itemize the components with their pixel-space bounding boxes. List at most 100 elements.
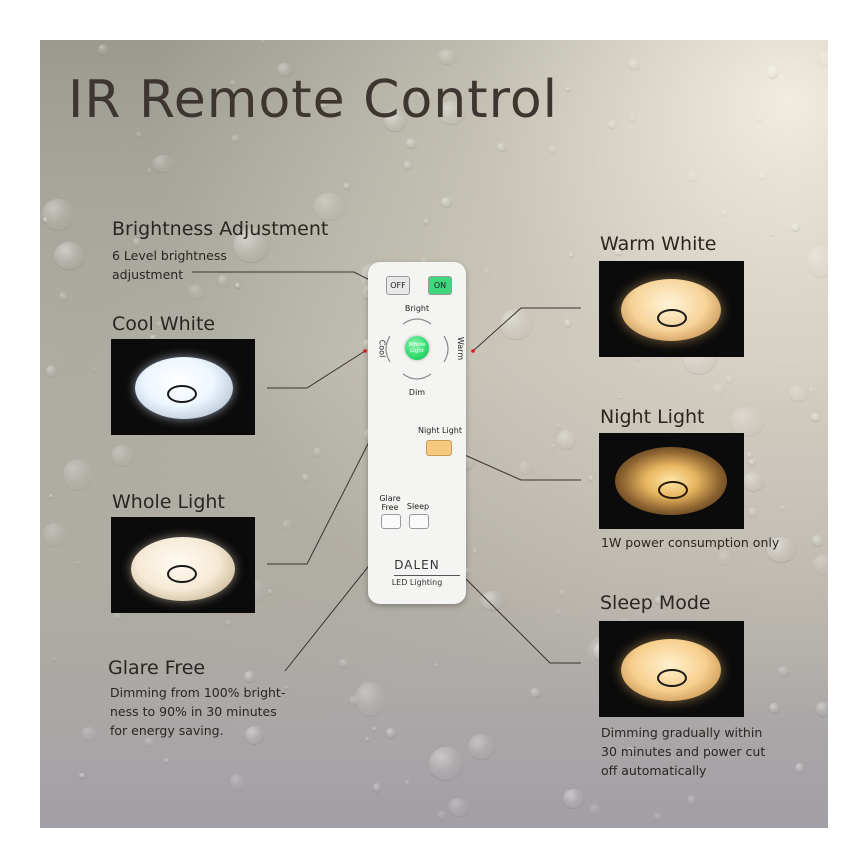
water-drop — [261, 40, 265, 44]
brightness-heading: Brightness Adjustment — [112, 218, 329, 240]
warm-pointer-dot — [471, 349, 475, 353]
water-drop — [713, 384, 726, 395]
water-drop — [150, 334, 157, 340]
water-drop — [807, 246, 828, 278]
water-drop — [758, 170, 767, 179]
warm-arc — [443, 335, 449, 363]
sleep-label: Sleep — [406, 502, 430, 511]
whole-light-button[interactable]: Whole Light — [405, 336, 429, 360]
water-drop — [484, 267, 491, 275]
water-drop — [339, 659, 349, 668]
water-drop — [629, 114, 636, 121]
water-drop — [437, 49, 457, 65]
water-drop — [170, 254, 176, 259]
off-button[interactable]: OFF — [386, 276, 410, 295]
water-drop — [812, 535, 824, 546]
night-light-photo — [599, 433, 744, 529]
page-title: IR Remote Control — [68, 70, 559, 130]
water-drop — [114, 611, 123, 620]
dim-arc — [402, 373, 432, 380]
water-drop — [725, 375, 733, 384]
bright-label: Bright — [404, 304, 430, 313]
water-drop — [58, 292, 68, 301]
whole-light-photo — [111, 517, 255, 613]
water-drop — [267, 589, 273, 595]
water-drop — [49, 494, 53, 498]
water-drop — [155, 321, 163, 328]
warm-white-photo — [599, 261, 744, 357]
sleep-mode-desc-line3: off automatically — [601, 763, 707, 778]
water-drop — [244, 726, 265, 745]
water-drop — [555, 423, 561, 428]
water-drop — [180, 698, 185, 702]
water-drop — [51, 657, 57, 662]
water-drop — [313, 192, 347, 221]
water-drop — [320, 100, 330, 108]
water-drop — [564, 318, 572, 327]
water-drop — [136, 131, 143, 137]
water-drop — [363, 339, 373, 349]
water-drop — [563, 789, 584, 809]
sleep-button[interactable] — [409, 514, 429, 529]
water-drop — [635, 354, 641, 361]
water-drop — [765, 537, 796, 563]
water-drop — [371, 727, 377, 732]
water-drop — [312, 446, 323, 457]
sleep-mode-photo — [599, 621, 744, 717]
water-drop — [42, 198, 75, 231]
water-drop — [717, 550, 732, 565]
sleep-mode-desc-line2: 30 minutes and power cut — [601, 744, 766, 759]
sleep-mode-heading: Sleep Mode — [600, 592, 711, 614]
glare-free-desc-line1: Dimming from 100% bright- — [110, 685, 286, 700]
water-drop — [441, 196, 452, 207]
water-drop — [110, 445, 135, 467]
water-drop — [706, 749, 715, 755]
water-drop — [811, 412, 821, 421]
water-drop — [79, 772, 87, 779]
water-drop — [243, 671, 255, 683]
water-drop — [742, 472, 764, 491]
water-drop — [429, 746, 463, 781]
water-drop — [530, 688, 542, 697]
water-drop — [420, 89, 425, 93]
water-drop — [565, 86, 570, 91]
water-drop — [343, 183, 352, 190]
water-drop — [405, 137, 417, 148]
water-drop — [386, 728, 397, 738]
water-drop — [285, 686, 289, 689]
water-drop — [80, 727, 97, 741]
glare-free-label-line1: Glare — [379, 494, 401, 503]
brand-divider — [394, 575, 460, 576]
water-drop — [234, 283, 241, 289]
water-drop — [812, 553, 828, 575]
water-drop — [301, 474, 311, 482]
water-drop — [277, 63, 293, 76]
water-drop — [791, 223, 801, 231]
water-drop — [233, 227, 269, 262]
water-drop — [230, 79, 237, 85]
water-drop — [349, 695, 359, 706]
water-drop — [463, 567, 472, 574]
water-drop — [618, 395, 622, 399]
water-drop — [46, 365, 58, 378]
water-drop — [384, 109, 406, 131]
water-drop — [42, 523, 68, 546]
water-drop — [626, 746, 636, 756]
on-button[interactable]: ON — [428, 276, 452, 295]
water-drop — [472, 548, 477, 553]
water-drop — [756, 115, 763, 121]
water-drop — [62, 458, 93, 491]
water-drop — [795, 762, 806, 774]
water-drop — [747, 507, 758, 516]
water-drop — [98, 43, 110, 56]
water-drop — [559, 589, 566, 596]
water-drop — [628, 59, 640, 69]
water-drop — [365, 737, 370, 742]
cool-arc — [385, 335, 391, 363]
cool-white-photo — [111, 339, 255, 435]
glare-free-button[interactable] — [381, 514, 401, 529]
water-drop — [281, 520, 293, 529]
cool-white-heading: Cool White — [112, 313, 216, 335]
night-light-button[interactable] — [426, 440, 452, 456]
water-drop — [808, 387, 815, 393]
